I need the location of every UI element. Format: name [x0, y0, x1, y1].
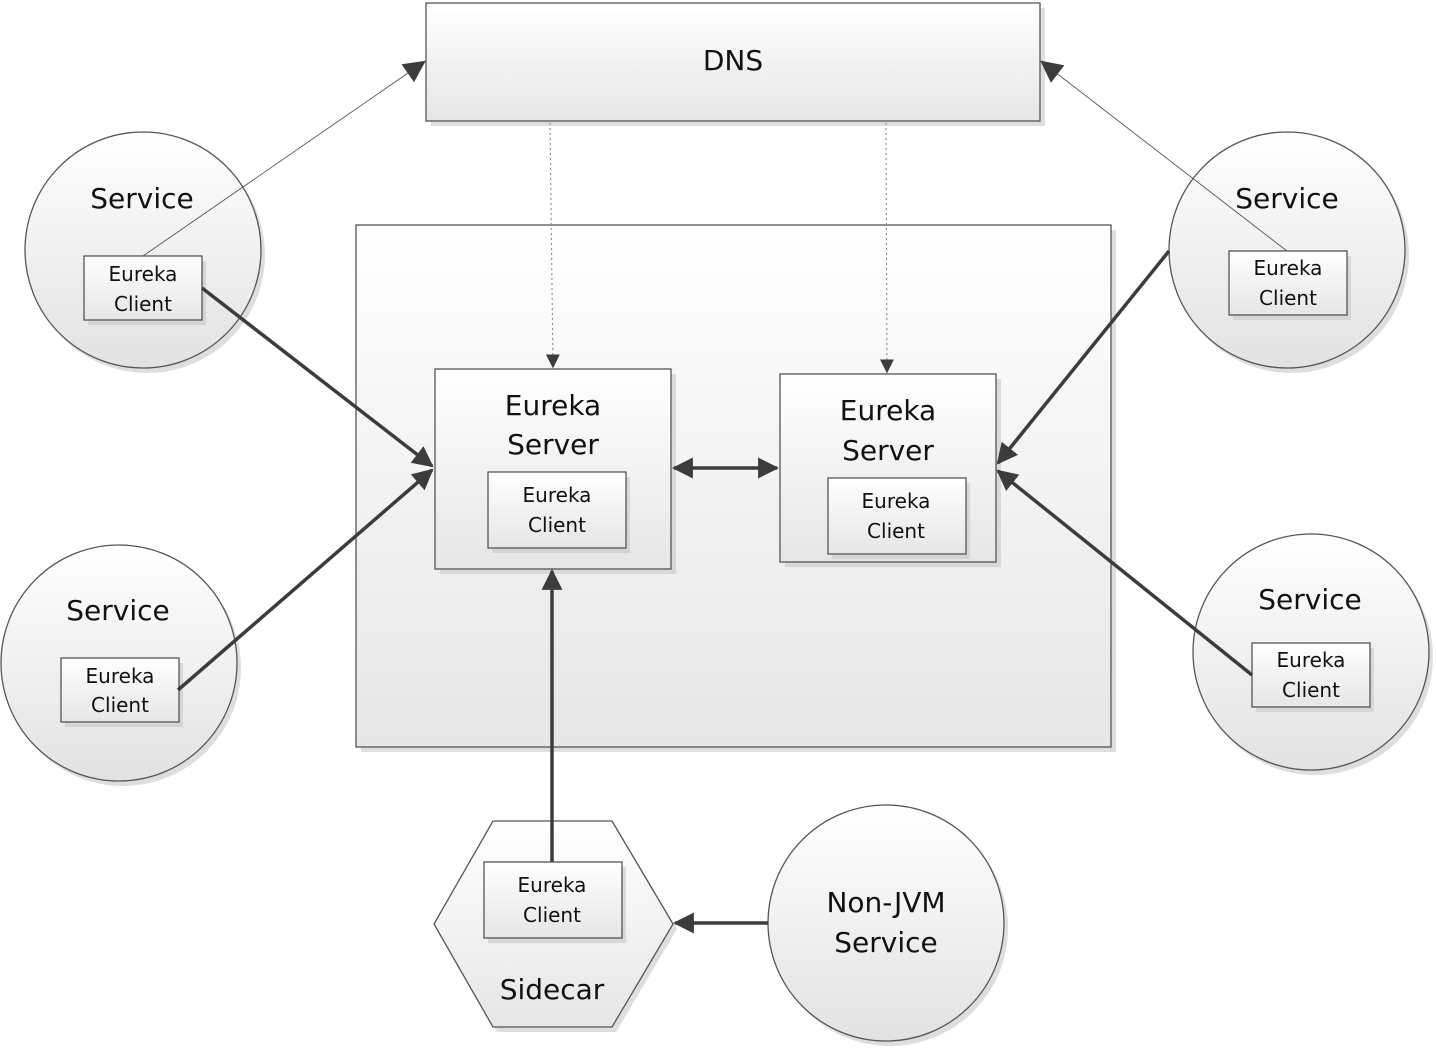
service-bottom-left-client: Eureka Client: [60, 657, 183, 727]
eureka-server-right-line1: Eureka: [840, 394, 936, 427]
eureka-server-left: Eureka Server Eureka Client: [434, 368, 676, 574]
eureka-server-right: Eureka Server Eureka Client: [779, 373, 1001, 567]
service-top-right-client-line2: Client: [1259, 286, 1317, 310]
eureka-server-left-line2: Server: [507, 428, 599, 461]
service-bottom-right-client: Eureka Client: [1251, 642, 1374, 712]
eureka-server-right-client-line2: Client: [867, 519, 925, 543]
non-jvm-service: Non-JVM Service: [767, 804, 1008, 1046]
service-top-right-client: Eureka Client: [1228, 250, 1351, 320]
service-bottom-left: Service Eureka Client: [0, 544, 241, 786]
service-top-left-client: Eureka Client: [83, 255, 206, 325]
eureka-server-right-client: Eureka Client: [827, 477, 970, 559]
dns-label: DNS: [703, 44, 763, 77]
connector-bottom-left-service-to-server-left: [176, 468, 434, 692]
connector-dns-to-server-right: [879, 122, 894, 374]
service-bottom-left-client-line1: Eureka: [86, 664, 155, 688]
service-top-right-client-line1: Eureka: [1254, 256, 1323, 280]
sidecar: Eureka Client Sidecar: [433, 820, 677, 1032]
service-top-left-client-line1: Eureka: [109, 262, 178, 286]
service-bottom-right-label: Service: [1258, 583, 1361, 616]
connector-dns-to-server-left: [545, 122, 560, 369]
sidecar-client-line1: Eureka: [518, 873, 587, 897]
service-bottom-right-client-line2: Client: [1282, 678, 1340, 702]
service-top-left-label: Service: [90, 182, 193, 215]
connector-top-right-service-to-server-right: [996, 249, 1171, 465]
non-jvm-service-line1: Non-JVM: [826, 886, 945, 919]
connector-top-left-service-to-server-left: [200, 286, 434, 468]
eureka-server-left-line1: Eureka: [505, 389, 601, 422]
eureka-server-left-client-line1: Eureka: [523, 483, 592, 507]
eureka-server-right-client-line1: Eureka: [862, 489, 931, 513]
sidecar-client-line2: Client: [523, 903, 581, 927]
service-bottom-left-client-line2: Client: [91, 693, 149, 717]
connector-top-left-client-to-dns: [142, 60, 426, 257]
service-bottom-right-client-line1: Eureka: [1277, 648, 1346, 672]
service-top-left: Service Eureka Client: [24, 131, 265, 373]
service-bottom-left-label: Service: [66, 594, 169, 627]
connector-top-right-client-to-dns: [1040, 60, 1288, 252]
eureka-server-right-line2: Server: [842, 434, 934, 467]
connector-bottom-right-service-to-server-right: [996, 469, 1254, 677]
sidecar-label: Sidecar: [500, 973, 605, 1006]
service-top-right-label: Service: [1235, 182, 1338, 215]
service-bottom-right: Service Eureka Client: [1192, 533, 1433, 775]
service-top-right: Service Eureka Client: [1168, 131, 1409, 373]
service-top-left-client-line2: Client: [114, 292, 172, 316]
dns-box: DNS: [425, 2, 1045, 126]
eureka-server-left-client: Eureka Client: [487, 471, 630, 553]
sidecar-client: Eureka Client: [483, 861, 626, 943]
non-jvm-service-line2: Service: [834, 926, 937, 959]
eureka-server-left-client-line2: Client: [528, 513, 586, 537]
